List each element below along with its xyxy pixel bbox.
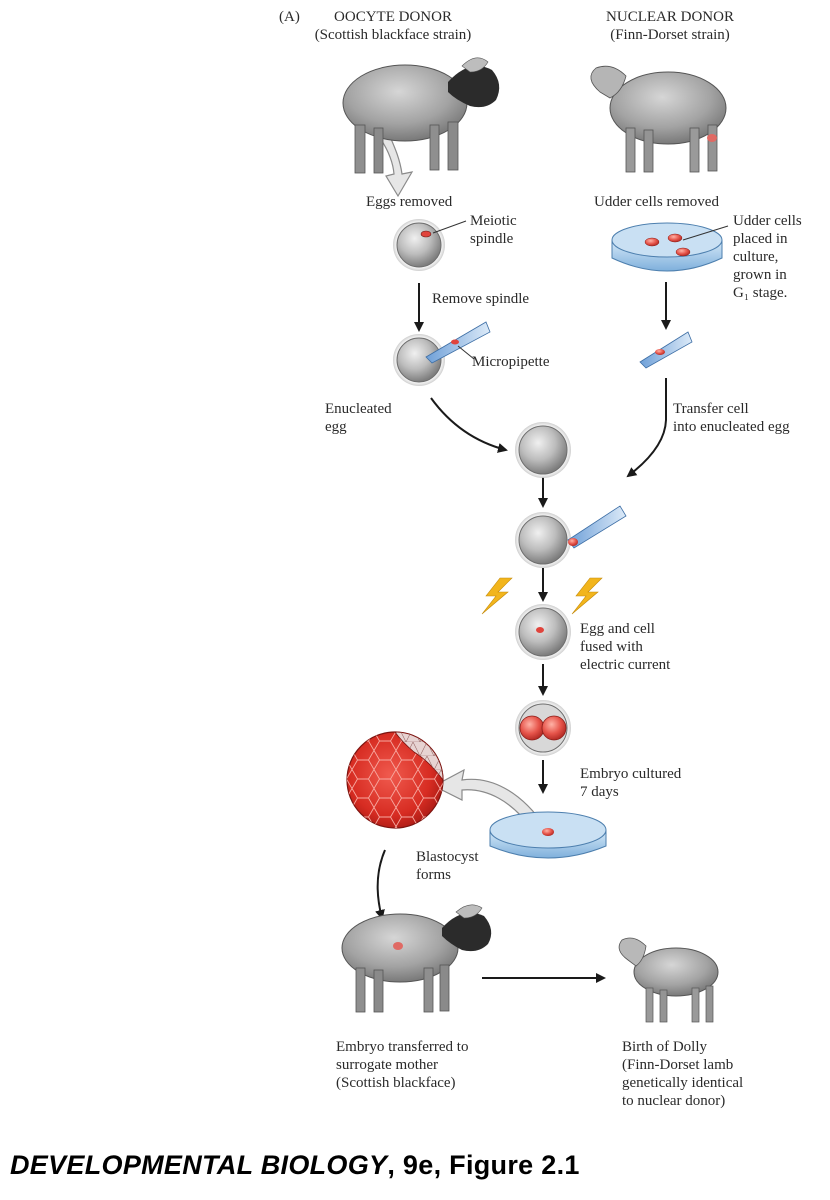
donor-cell-pipette xyxy=(639,331,693,369)
injection-step xyxy=(515,505,627,568)
remove-spindle-label: Remove spindle xyxy=(432,291,530,307)
implanted-embryo-mark xyxy=(393,942,403,950)
lightning-bolt-icon xyxy=(571,577,603,615)
caption-figure-ref: , 9e, Figure 2.1 xyxy=(387,1150,580,1180)
nuclear-donor-sheep xyxy=(590,65,727,173)
transfer-pipette-icon xyxy=(639,331,693,369)
birth-of-dolly-label: Birth of Dolly (Finn-Dorset lamb genetic… xyxy=(622,1039,744,1109)
embryo-culture-dish xyxy=(489,811,607,859)
oocyte-donor-title: OOCYTE DONOR xyxy=(334,9,452,25)
oocyte-egg xyxy=(393,219,467,271)
arrow-enucleated-to-egg xyxy=(430,397,508,453)
lightning-bolt-icon xyxy=(481,577,513,615)
figure-caption: DEVELOPMENTAL BIOLOGY, 9e, Figure 2.1 xyxy=(10,1150,580,1181)
enucleated-egg xyxy=(515,422,571,478)
caption-book-title: DEVELOPMENTAL BIOLOGY xyxy=(10,1150,388,1180)
udder-cells-culture-label: Udder cells placed in culture, grown in … xyxy=(733,213,802,301)
oocyte-donor-sheep xyxy=(342,57,500,174)
udder-culture-dish xyxy=(611,222,729,272)
arrow-blastocyst-to-surrogate xyxy=(375,849,386,920)
panel-label: (A) xyxy=(279,9,300,25)
blastocyst-forms-label: Blastocyst forms xyxy=(416,849,479,883)
enucleated-egg-label: Enucleated egg xyxy=(325,401,392,435)
fusion-step xyxy=(481,577,603,660)
embryo-transferred-label: Embryo transferred to surrogate mother (… xyxy=(336,1039,469,1091)
two-cell-embryo xyxy=(515,700,571,756)
enucleation-step xyxy=(393,321,491,386)
eggs-removed-label: Eggs removed xyxy=(366,194,453,210)
meiotic-spindle-mark xyxy=(420,230,432,238)
eggs-removed-arrow xyxy=(379,131,414,198)
blastocyst xyxy=(346,731,444,829)
udder-cells-removed-label: Udder cells removed xyxy=(594,194,719,210)
nuclear-donor-title: NUCLEAR DONOR xyxy=(606,9,734,25)
arrow-transfer-to-egg xyxy=(626,378,667,478)
flow-arrows xyxy=(375,282,671,983)
oocyte-donor-strain: (Scottish blackface strain) xyxy=(314,27,472,43)
surrogate-mother-sheep xyxy=(341,904,492,1013)
meiotic-spindle-label: Meiotic spindle xyxy=(470,213,517,247)
transfer-cell-label: Transfer cell into enucleated egg xyxy=(673,401,790,435)
micropipette-label: Micropipette xyxy=(472,354,550,370)
embryo-cultured-label: Embryo cultured 7 days xyxy=(580,766,682,800)
egg-cell-fused-label: Egg and cell fused with electric current xyxy=(580,621,671,673)
dolly-lamb xyxy=(618,937,719,1023)
nuclear-donor-strain: (Finn-Dorset strain) xyxy=(610,27,730,43)
